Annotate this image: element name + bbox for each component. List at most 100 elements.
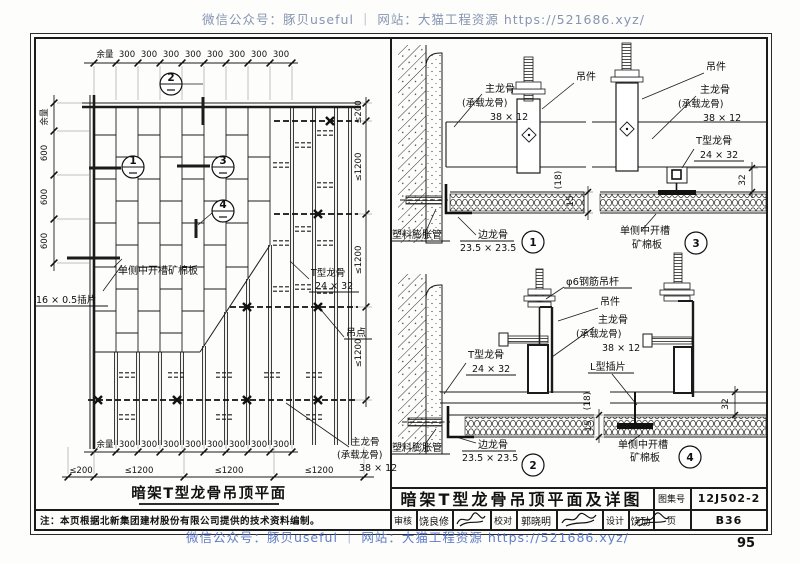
label-load-keel: (承载龙骨) [462,97,507,109]
titleblock-top-line [390,487,768,489]
label-size: 38 × 12 [490,112,528,123]
label-slot-board: 单侧中开槽 [618,438,668,451]
threaded-rod [523,56,534,102]
callout-4: 4 [211,199,235,223]
svg-text:(18): (18) [554,171,564,189]
label-hanger: 吊件 [600,296,620,308]
dim-bottom: 余量 [96,439,114,450]
dim-top: 300 [185,50,201,60]
label-anchor: 塑料膨胀管 [392,441,442,454]
label-hang-point: 吊点 [346,327,366,339]
dim-top: 300 [141,50,157,60]
label-t-keel: T型龙骨 [467,348,504,361]
dim-bottom: 300 [119,440,135,450]
label-main-keel: 主龙骨 [598,313,628,326]
svg-text:3: 3 [692,238,699,250]
label-edge-keel-size: 23.5 × 23.5 [462,453,518,464]
signature-reviewer [456,512,486,527]
svg-text:3: 3 [219,155,226,167]
plan-leaders [67,83,350,448]
signature-designer [635,512,670,527]
hanger-body [615,82,639,172]
svg-text:2: 2 [167,72,174,84]
dim-bottom: 300 [273,440,289,450]
bottom-divider [34,509,768,511]
dim-left: 余量 [39,108,50,126]
detail-2: (18) 15 T型龙骨 24 × 32 塑料膨胀管 边龙骨 23.5 × 23… [392,268,640,477]
mineral-wool-board [464,416,595,436]
label-load-keel: (承载龙骨) [337,449,382,461]
threaded-rod [673,252,683,284]
reviewer-label: 审核 [393,516,412,527]
wall-hatch [398,274,426,454]
label-slot-board2: 矿棉板 [630,451,660,464]
label-main-keel: 主龙骨 [351,436,380,448]
l-insert-flange [617,423,653,429]
dim-bottom: 300 [251,440,267,450]
svg-text:15: 15 [584,420,594,431]
dim-top: 300 [119,50,135,60]
details-drawing: (18) 15 主龙骨 (承载龙骨) 38 × 12 吊件 塑料膨胀管 边龙骨 … [392,42,767,477]
ceiling-plan-drawing: 余量 300 300 300 300 300 300 300 300 余量 60… [36,49,397,505]
svg-text:4: 4 [686,452,693,464]
watermark-bottom: 微信公众号：豚贝useful ｜ 网站：大猫工程资源 https://52168… [186,530,629,545]
mineral-wool-board [599,193,767,212]
dim-right: ≤200 [354,100,364,123]
label-rod: φ6钢筋吊杆 [566,275,619,288]
label-slot-board: 单侧中开槽矿棉板 [118,264,198,277]
dim-top: 300 [207,50,223,60]
label-insert: 16 × 0.5插片 [36,294,96,306]
atlas-number: 12J502-2 [697,491,761,505]
inner-border [34,37,768,531]
label-anchor: 塑料膨胀管 [392,228,442,241]
dim-left: 600 [40,145,50,161]
board-region-diagonal [199,244,271,353]
center-divider [390,37,392,531]
designer-name: 饶劢 [630,516,651,528]
main-keel-section [673,346,693,394]
svg-text:32: 32 [721,398,731,409]
reviewer-name: 饶良修 [419,516,449,528]
detail-3: 32 吊件 主龙骨 (承载龙骨) 38 × 12 T型龙骨 24 × 32 单侧… [592,42,767,255]
wall-plaster [425,284,443,455]
label-slot-board: 单侧中开槽 [620,224,670,237]
plan-note: 注：本页根据北新集团建材股份有限公司提供的技术资料编制。 [40,516,321,527]
threaded-rod [621,42,632,84]
mineral-wool-board [603,416,767,436]
label-l-insert: L型插片 [590,360,626,373]
titleblock-title: 暗架T型龙骨吊顶平面及详图 [400,490,643,509]
dim-bottom: 300 [185,440,201,450]
label-slot-board2: 矿棉板 [632,238,662,251]
detail-callout-1: 1 [521,230,545,254]
dim-bottom: 300 [141,440,157,450]
outer-border [30,33,772,535]
checker-name: 郭晓明 [521,516,551,528]
label-t-keel: T型龙骨 [310,267,345,279]
plan-generated-linework [50,59,374,481]
wall-plaster [425,52,443,244]
plan-dimensions: 余量 300 300 300 300 300 300 300 300 余量 60… [39,49,364,476]
atlas-number-label: 图集号 [657,494,685,505]
label-main-keel-size: 38 × 12 [359,463,397,474]
dim-bottom: 300 [229,440,245,450]
dim-top: 余量 [96,49,114,60]
dim-bottom: 300 [163,440,179,450]
svg-text:(18): (18) [583,392,593,410]
page-number: 95 [737,536,756,551]
signature-checker [561,512,597,527]
detail-callout-2: 2 [521,453,545,477]
dim-right: ≤1200 [354,339,364,368]
sheet-number: B36 [715,513,743,527]
plan-walls [82,95,361,449]
detail-4: 32 单侧中开槽 矿棉板 4 [603,252,767,469]
checker-label: 校对 [493,516,512,527]
label-t-keel: T型龙骨 [695,134,732,147]
svg-text:4: 4 [219,199,226,211]
detail-callout-4: 4 [678,445,702,469]
dim-right: ≤1200 [354,246,364,275]
dim-left: 600 [40,233,50,249]
mineral-wool-board [449,193,585,212]
dim-span: ≤1200 [215,466,244,476]
label-edge-keel-size: 23.5 × 23.5 [460,243,516,254]
